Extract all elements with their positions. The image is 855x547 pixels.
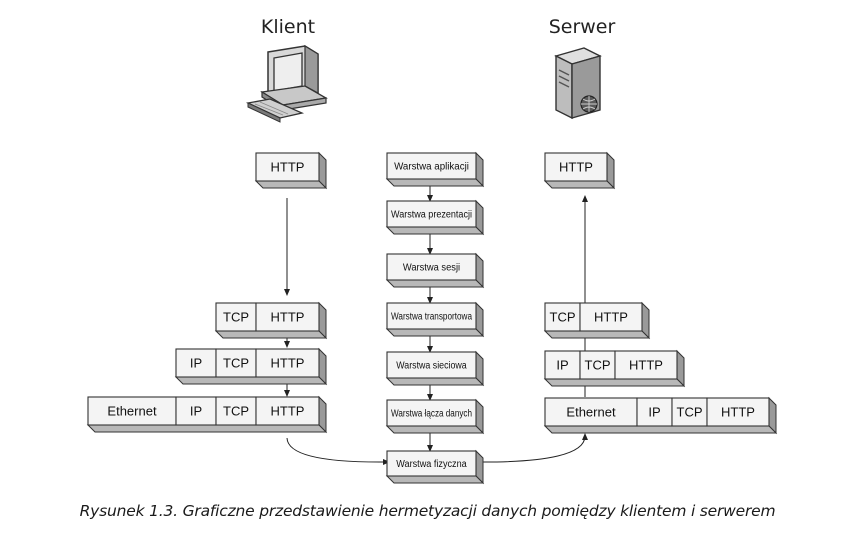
figure-caption: Rysunek 1.3. Graficzne przedstawienie he…	[79, 502, 776, 520]
osi-layer-2: Warstwa sesji	[385, 252, 485, 289]
cell-label: HTTP	[271, 356, 305, 371]
client-stack-row-2: IP TCP HTTP	[174, 347, 328, 386]
cell-label: TCP	[585, 358, 611, 373]
cell-label: Ethernet	[566, 405, 616, 420]
client-stack-row-0: HTTP	[254, 151, 328, 190]
client-to-physical-arrow	[286, 437, 390, 466]
cell-label: Warstwa prezentacji	[391, 210, 472, 221]
cell-label: Warstwa sesji	[403, 263, 460, 274]
physical-to-server-arrow	[475, 433, 588, 463]
cell-label: HTTP	[721, 405, 755, 420]
server-stack-row-0: HTTP	[543, 151, 616, 190]
cell-label: TCP	[677, 405, 703, 420]
server-stack-row-1: TCP HTTP	[543, 301, 651, 340]
cell-label: Ethernet	[107, 404, 157, 419]
client-label: Klient	[260, 16, 316, 38]
osi-layer-5: Warstwa łącza danych	[385, 398, 485, 435]
cell-label: Warstwa sieciowa	[396, 361, 467, 372]
server-stack-row-2: IP TCP HTTP	[543, 349, 686, 388]
flow-arrows	[284, 176, 588, 466]
osi-layer-1: Warstwa prezentacji	[385, 199, 485, 236]
cell-label: TCP	[550, 310, 576, 325]
client-stack-row-1: TCP HTTP	[214, 301, 328, 340]
cell-label: TCP	[223, 310, 249, 325]
cell-label: IP	[556, 358, 568, 373]
cell-label: Warstwa transportowa	[391, 312, 472, 323]
cell-label: Warstwa aplikacji	[394, 162, 469, 173]
cell-label: Warstwa fizyczna	[396, 459, 467, 470]
cell-label: IP	[190, 404, 202, 419]
cell-label: IP	[190, 356, 202, 371]
cell-label: HTTP	[271, 160, 305, 175]
cell-label: HTTP	[594, 310, 628, 325]
osi-layer-4: Warstwa sieciowa	[385, 350, 485, 387]
cell-label: TCP	[223, 356, 249, 371]
osi-layer-0: Warstwa aplikacji	[385, 151, 485, 188]
server-stack-row-3: Ethernet IP TCP HTTP	[543, 396, 778, 435]
osi-layer-3: Warstwa transportowa	[385, 301, 485, 338]
cell-label: IP	[648, 405, 660, 420]
cell-label: HTTP	[559, 160, 593, 175]
client-stack-row-3: Ethernet IP TCP HTTP	[86, 395, 328, 434]
client-computer-icon	[245, 44, 328, 123]
osi-layer-6: Warstwa fizyczna	[385, 449, 485, 485]
server-tower-icon	[554, 47, 602, 120]
cell-label: Warstwa łącza danych	[391, 409, 472, 420]
cell-label: TCP	[223, 404, 249, 419]
cell-label: HTTP	[629, 358, 663, 373]
cell-label: HTTP	[271, 310, 305, 325]
server-label: Serwer	[548, 16, 616, 38]
cell-label: HTTP	[271, 404, 305, 419]
